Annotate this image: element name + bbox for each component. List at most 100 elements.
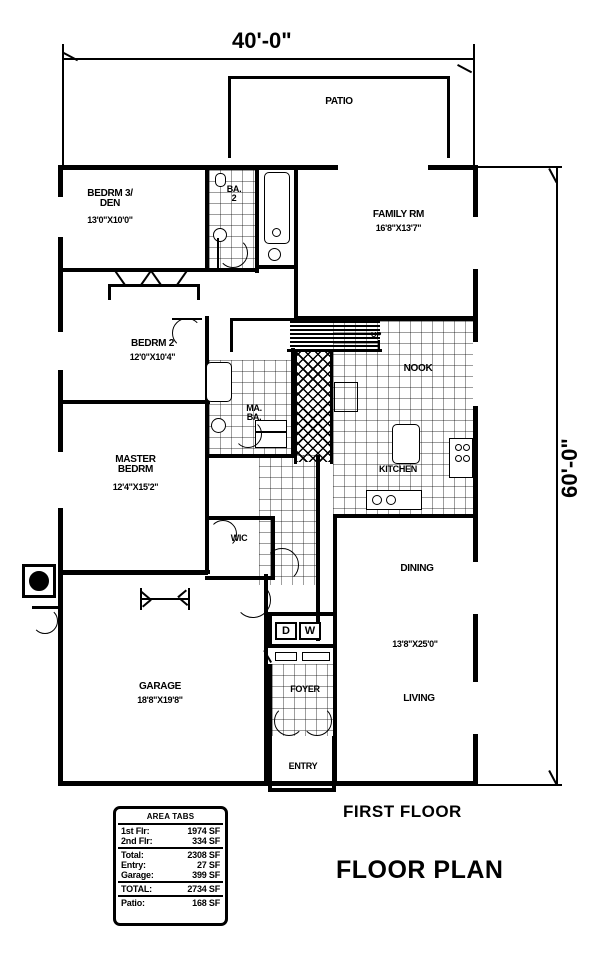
area-table-group-floors: 1st Flr: 1974 SF 2nd Flr: 334 SF (118, 825, 223, 850)
bath2-door-leaf (217, 238, 219, 268)
bedrm2-wall-right (205, 316, 209, 404)
wic-wall-bottom (205, 576, 275, 580)
bathtub-drain (272, 228, 281, 237)
area-row-value: 2308 SF (187, 850, 220, 861)
room-label-wic: WIC (230, 533, 248, 543)
room-label-patio: PATIO (325, 96, 353, 107)
room-dim-familyrm: 16'8"X13'7" (375, 223, 422, 233)
masterbath-toilet (211, 418, 226, 433)
first-floor-title: FIRST FLOOR (343, 802, 462, 821)
entry-wall-bottom (268, 788, 336, 792)
hall-door-knob (268, 248, 281, 261)
garage-side-door-leaf (32, 606, 58, 609)
masterbath-tub (206, 362, 232, 402)
room-label-masterbath: MA. BA. (246, 403, 262, 423)
room-label-kitchen: KITCHEN (379, 464, 417, 474)
area-table-row: Garage: 399 SF (118, 870, 223, 880)
entry-wall-left (268, 736, 272, 792)
area-row-label: 2nd Flr: (121, 836, 153, 847)
tub-closet-wall-right (294, 165, 298, 320)
garage-wall-top (58, 570, 208, 575)
patio-wall-top (228, 76, 450, 79)
area-table-row: TOTAL: 2734 SF (118, 884, 223, 894)
area-row-label: Garage: (121, 870, 154, 881)
width-dimension-line (62, 58, 474, 60)
dryer-appliance: D (275, 622, 297, 640)
room-dim-bedrm3: 13'0"X10'0" (87, 215, 133, 225)
washer-appliance: W (299, 622, 321, 640)
bath2-wall-right (255, 165, 259, 273)
room-label-bath2: BA. 2 (226, 184, 242, 204)
exterior-wall-top (58, 165, 478, 170)
garage-door-symbol (140, 588, 190, 610)
width-dim-extension-left (62, 44, 64, 168)
bedrm2-wall-bottom (58, 400, 210, 404)
room-label-foyer: FOYER (290, 684, 320, 694)
room-label-bedrm3: BEDRM 3/ DEN (87, 188, 133, 210)
patio-wall-left (228, 76, 231, 158)
room-dim-masterbed: 12'4"X15'2" (112, 482, 159, 492)
tub-closet-wall-bottom (259, 265, 298, 269)
room-label-bedrm2: BEDRM 2 (131, 338, 174, 349)
area-table-row: Entry: 27 SF (118, 860, 223, 870)
bedrm2-window (58, 330, 63, 372)
kitchen-sink-burner-3 (455, 455, 462, 462)
kitchen-sink-burner-1 (455, 444, 462, 451)
area-table-row: 1st Flr: 1974 SF (118, 826, 223, 836)
kitchen-sink-burner-2 (463, 444, 470, 451)
stairs-up-label: UP (371, 330, 381, 339)
room-dim-garage: 18'8"X19'8" (137, 695, 183, 705)
bedrm3-wall-right (205, 165, 209, 270)
bedrm2-closet-wall (108, 284, 200, 287)
room-label-nook: NOOK (403, 363, 433, 374)
central-closet-hatch (296, 352, 330, 462)
overall-depth-dimension-label: 60'-0" (557, 438, 582, 498)
central-closet-wall-left (294, 352, 297, 464)
room-label-dining: DINING (400, 563, 434, 574)
area-row-label: 1st Flr: (121, 826, 150, 836)
area-row-value: 334 SF (192, 836, 220, 847)
stairs-up-arrow (378, 340, 380, 352)
width-dim-arrow-right (457, 64, 473, 74)
masterbed-window (58, 450, 63, 510)
bath2-sink (213, 228, 227, 242)
bedrm3-window (58, 195, 63, 239)
bath2-toilet (215, 173, 226, 187)
area-row-value: 2734 SF (187, 884, 220, 895)
familyrm-window-right (473, 215, 478, 271)
central-closet-shelf (334, 382, 358, 412)
area-row-value: 1974 SF (187, 826, 220, 836)
depth-dim-extension-bottom (478, 784, 562, 786)
area-table-row: Total: 2308 SF (118, 850, 223, 860)
stair-wall-bottom (287, 349, 382, 352)
kitchen-sink-burner-4 (463, 455, 470, 462)
foyer-wall-left (268, 664, 272, 736)
bath2-wall-bottom (209, 268, 259, 272)
bedrm3-wall-bottom (58, 268, 210, 272)
depth-dimension-line (556, 166, 558, 786)
room-label-garage: GARAGE (138, 681, 182, 692)
room-label-living: LIVING (403, 693, 435, 704)
bedrm2-closet-wall-left (108, 284, 111, 300)
area-row-label: Entry: (121, 860, 146, 871)
kitchen-nook-tile-floor (333, 321, 473, 518)
dining-window-right (473, 560, 478, 616)
area-row-value: 168 SF (192, 898, 220, 909)
floor-plan-title: FLOOR PLAN (336, 856, 504, 884)
area-table: AREA TABS 1st Flr: 1974 SF 2nd Flr: 334 … (113, 806, 228, 926)
wic-wall-right (271, 516, 275, 580)
kitchen-sink-bowl-right (386, 495, 396, 505)
area-table-title: AREA TABS (118, 811, 223, 825)
garage-side-door-arc (32, 608, 58, 634)
laundry-counter (275, 652, 297, 661)
familyrm-window-top (336, 165, 430, 170)
area-table-group-patio: Patio: 168 SF (118, 897, 223, 909)
masterbath-vanity-divider (255, 431, 287, 433)
room-label-entry: ENTRY (288, 761, 318, 771)
entry-wall-right (332, 736, 336, 792)
familyrm-wall-bottom (294, 316, 478, 321)
area-row-label: Total: (121, 850, 144, 861)
stair-treads (290, 321, 380, 349)
laundry-wall-left (268, 612, 272, 646)
